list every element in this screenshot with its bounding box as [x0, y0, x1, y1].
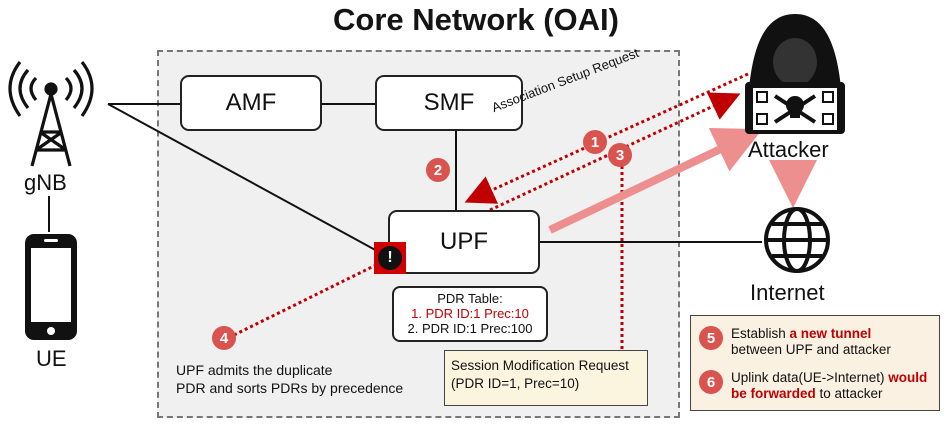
new-tunnel-arrow — [548, 128, 763, 234]
upf-admits-line-2: PDR and sorts PDRs by precedence — [176, 380, 404, 396]
step-1-badge: 1 — [583, 130, 607, 154]
upf-box: UPF — [388, 210, 540, 274]
attacker-hacker-icon — [745, 14, 845, 134]
step-3-badge: 3 — [608, 143, 632, 167]
step-5-row: 5 Establish a new tunnel between UPF and… — [699, 326, 891, 358]
ue-phone-icon — [25, 234, 77, 340]
upf-admits-line-1: UPF admits the duplicate — [176, 362, 333, 378]
step-4-badge: 4 — [212, 326, 236, 350]
step-5-text: Establish a new tunnel between UPF and a… — [731, 326, 891, 357]
pdr-table-title: PDR Table: — [437, 291, 503, 306]
attacker-label: Attacker — [748, 137, 829, 162]
smf-box: SMF — [375, 75, 523, 131]
pdr-table: PDR Table: 1. PDR ID:1 Prec:10 2. PDR ID… — [392, 286, 548, 342]
attack-info-box: 5 Establish a new tunnel between UPF and… — [690, 315, 940, 411]
gnb-label: gNB — [24, 170, 67, 195]
page-title: Core Network (OAI) — [333, 2, 619, 37]
gnb-tower-icon — [8, 61, 94, 167]
association-request-arrow — [464, 72, 749, 204]
upf-admits-note: UPF admits the duplicate PDR and sorts P… — [176, 361, 403, 397]
alert-marker: ! — [374, 242, 406, 274]
session-modification-note: Session Modification Request (PDR ID=1, … — [444, 350, 648, 406]
alert-icon: ! — [378, 246, 402, 270]
session-mod-line-1: Session Modification Request — [451, 358, 629, 373]
pdr-row-1: 1. PDR ID:1 Prec:10 — [411, 306, 529, 321]
internet-label: Internet — [750, 280, 825, 305]
session-mod-line-2: (PDR ID=1, Prec=10) — [451, 376, 580, 391]
step-6-highlight-2: be forwarded — [731, 386, 816, 401]
step-5-badge: 5 — [699, 326, 723, 350]
step-6-text: Uplink data(UE->Internet) would be forwa… — [731, 370, 928, 401]
pdr-row-2: 2. PDR ID:1 Prec:100 — [407, 321, 533, 336]
step-2-badge: 2 — [426, 158, 450, 182]
step-6-badge: 6 — [699, 370, 723, 394]
step-6-row: 6 Uplink data(UE->Internet) would be for… — [699, 370, 927, 402]
step4-dotted — [231, 260, 383, 338]
amf-box: AMF — [180, 75, 322, 131]
internet-globe-icon — [764, 207, 830, 273]
step-5-highlight: a new tunnel — [789, 326, 872, 341]
ue-label: UE — [36, 346, 67, 371]
step-6-highlight-1: would — [888, 370, 928, 385]
gnb-upf-link — [107, 103, 391, 259]
